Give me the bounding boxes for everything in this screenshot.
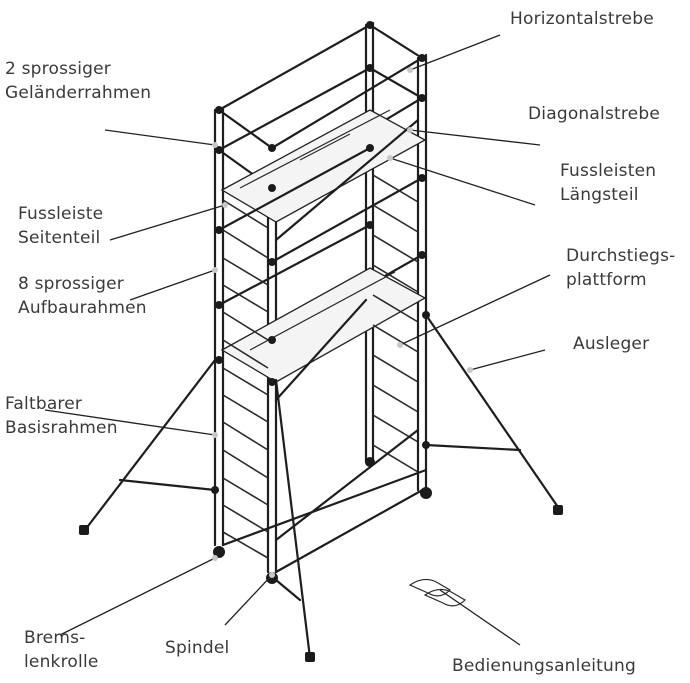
label-bremslenkrolle-line2: lenkrolle <box>24 652 99 672</box>
manual-icon <box>408 578 466 607</box>
outriggers <box>83 313 562 660</box>
clamps <box>211 21 430 494</box>
leader-dots <box>212 67 473 578</box>
label-fussleiste-seitenteil-line1: Fussleiste <box>18 204 104 224</box>
label-spindel: Spindel <box>165 638 230 658</box>
upper-platform <box>220 109 427 223</box>
front-frame-rungs <box>222 199 269 559</box>
label-diagonalstrebe: Diagonalstrebe <box>528 104 660 124</box>
label-durchstiegsplattform-line2: plattform <box>566 270 647 290</box>
rear-frame-rungs <box>372 174 419 473</box>
label-gelaenderrahmen-line1: 2 sprossiger <box>5 59 111 79</box>
label-ausleger: Ausleger <box>573 334 650 354</box>
label-basisrahmen-line2: Basisrahmen <box>5 418 118 438</box>
label-aufbaurahmen-line1: 8 sprossiger <box>18 274 124 294</box>
rear-right-rail <box>416 53 428 492</box>
lower-platform <box>220 267 427 383</box>
rear-left-rail <box>364 21 375 464</box>
label-durchstiegsplattform-line1: Durchstiegs- <box>566 246 676 266</box>
label-gelaenderrahmen-line2: Geländerrahmen <box>5 83 152 103</box>
leader-lines <box>44 34 551 646</box>
label-fussleisten-laengsteil-line2: Längsteil <box>560 185 639 205</box>
front-left-rail <box>213 106 225 547</box>
label-aufbaurahmen-line2: Aufbaurahmen <box>18 298 147 318</box>
label-horizontalstrebe: Horizontalstrebe <box>510 9 654 29</box>
label-basisrahmen-line1: Faltbarer <box>5 394 83 414</box>
outrigger-feet <box>79 505 563 662</box>
label-fussleiste-seitenteil-line2: Seitenteil <box>18 228 101 248</box>
diagonal-braces <box>274 118 420 542</box>
label-bedienungsanleitung: Bedienungsanleitung <box>452 656 636 676</box>
base-frame <box>221 468 428 547</box>
label-bremslenkrolle-line1: Brems- <box>24 628 86 648</box>
wheels <box>213 457 432 584</box>
label-fussleisten-laengsteil-line1: Fussleisten <box>560 161 657 181</box>
